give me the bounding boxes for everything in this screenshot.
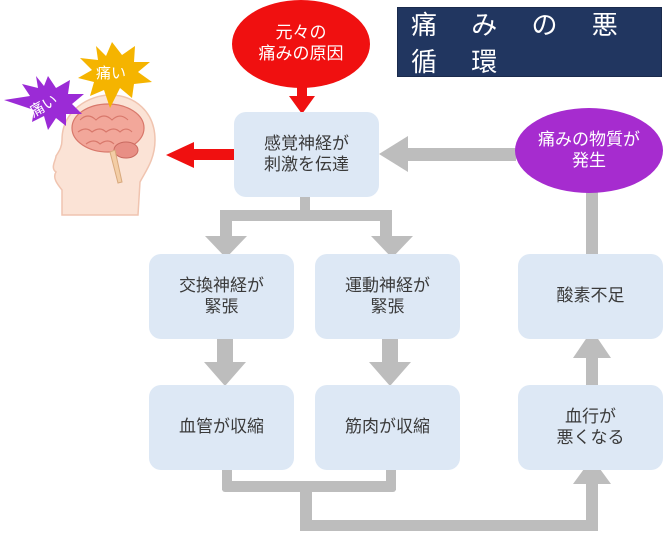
node-vessel-constrict: 血管が収縮 bbox=[149, 385, 294, 470]
pain-burst-yellow-label: 痛い bbox=[96, 64, 127, 82]
node-root-cause: 元々の 痛みの原因 bbox=[232, 0, 370, 88]
arrow-head-to-sensory bbox=[379, 136, 408, 172]
node-oxygen-shortage: 酸素不足 bbox=[518, 254, 663, 339]
node-poor-circulation: 血行が 悪くなる bbox=[518, 385, 663, 470]
gray-arrows bbox=[204, 136, 611, 531]
node-sensory-nerve: 感覚神経が 刺激を伝達 bbox=[234, 112, 379, 197]
arrow-head-to-bloodflow bbox=[573, 458, 611, 484]
node-motor-nerve: 運動神経が 緊張 bbox=[315, 254, 460, 339]
pain-burst-purple bbox=[4, 76, 84, 130]
arrow-head-to-motor bbox=[371, 236, 413, 258]
arrow-sensory-to-brain bbox=[166, 142, 238, 168]
node-muscle-constrict: 筋肉が収縮 bbox=[315, 385, 460, 470]
head-brain-illustration bbox=[52, 94, 156, 216]
arrow-root-to-sensory bbox=[289, 84, 315, 114]
arrow-head-to-sympathetic bbox=[205, 236, 247, 258]
node-sympathetic-nerve: 交換神経が 緊張 bbox=[149, 254, 294, 339]
node-pain-substance: 痛みの物質が 発生 bbox=[515, 108, 663, 193]
page-title: 痛 み の 悪 循 環 bbox=[397, 7, 662, 78]
arrow-head-to-oxygen bbox=[573, 330, 611, 358]
pain-burst-yellow bbox=[78, 42, 152, 108]
